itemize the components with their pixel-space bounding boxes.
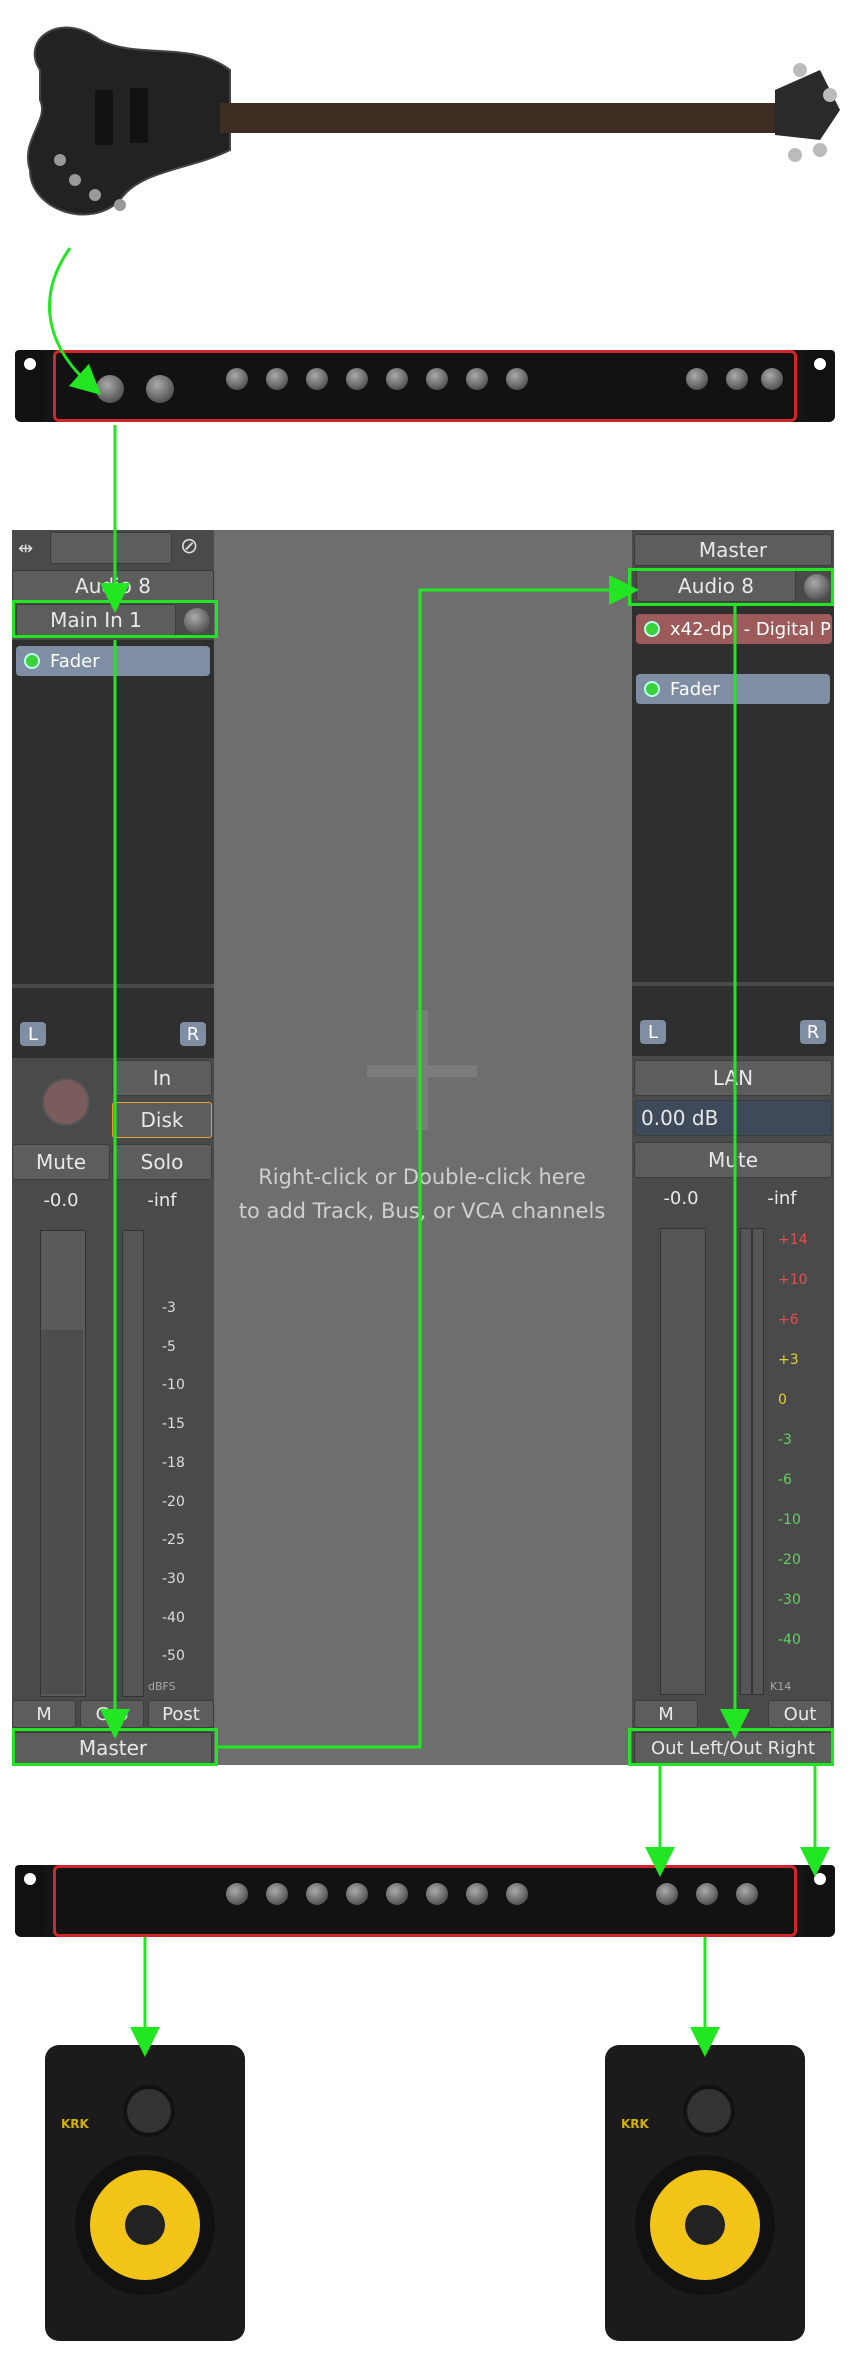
meter-tick-label: -3 [162,1300,176,1316]
master-title[interactable]: Master [634,534,832,566]
trim-knob-icon[interactable] [804,574,830,600]
meter-tick-label: -18 [162,1454,185,1471]
meter-tick-label: -15 [162,1416,185,1433]
mute-button[interactable]: Mute [12,1144,110,1180]
bass-guitar-icon [27,26,840,216]
hint-line-1: Right-click or Double-click here [258,1165,586,1189]
channel-strip-left: ⇹ ⊘ Audio 8 Main In 1 Fader L R In Disk … [12,530,214,1765]
plugin-label: Fader [50,650,100,672]
meter-point-button[interactable]: M [12,1700,76,1728]
speaker-brand-logo: KRK [61,2117,89,2131]
meter-scale: -3 -5 -10 -15 -18 -20 -25 -30 -40 -50 [162,1230,212,1695]
meter-tick-label: -6 [778,1472,792,1488]
hint-line-2: to add Track, Bus, or VCA channels [238,1199,606,1223]
master-strip: Master Audio 8 x42-dpl - Digital P Fader… [632,530,834,1765]
pan-left-label: L [640,1020,666,1044]
meter-tick-label: -10 [778,1512,801,1528]
solo-button[interactable]: Solo [112,1144,212,1180]
meter-bar [740,1228,752,1695]
speaker-brand-logo: KRK [621,2117,649,2131]
peak-value[interactable]: -inf [147,1190,177,1211]
meter-tick-label: -20 [162,1493,185,1510]
plugin-enable-led[interactable] [24,653,40,669]
meter-tick-label: +6 [778,1312,799,1328]
meter-tick-label: -5 [162,1338,176,1355]
track-name-field[interactable] [50,532,172,564]
out-button[interactable]: Out [768,1700,832,1728]
pan-left-label: L [20,1022,46,1046]
meter-tick-label: 0 [778,1392,787,1408]
meter-tick-label: -30 [162,1571,185,1588]
master-track-name[interactable]: Audio 8 [636,570,796,602]
pan-right-label: R [180,1022,206,1046]
expand-width-icon[interactable]: ⇹ [18,538,34,559]
meter-tick-label: +14 [778,1232,808,1248]
meter-tick-label: -40 [778,1632,801,1648]
gain-db-field[interactable]: 0.00 dB [634,1100,832,1136]
in-button[interactable]: In [112,1060,212,1096]
meter-scale: +14 +10 +6 +3 0 -3 -6 -10 -20 -30 -40 [772,1228,832,1693]
meter-tick-label: -25 [162,1532,185,1549]
fader-track[interactable] [660,1228,706,1695]
audio-interface-bottom [15,1865,835,1937]
meter-unit-label: dBFS [148,1680,176,1693]
meter-tick-label: -10 [162,1377,185,1394]
meter-tick-label: -50 [162,1648,185,1665]
meter-tick-label: -30 [778,1592,801,1608]
post-button[interactable]: Post [148,1700,214,1728]
audio-interface-top [15,350,835,422]
speaker-icon: KRK [45,2045,245,2341]
output-button[interactable]: Master [14,1732,212,1764]
meter-bar-right [752,1228,764,1695]
meter-unit-label: K14 [770,1680,792,1693]
pan-right-label: R [800,1020,826,1044]
master-mute-button[interactable]: Mute [634,1142,832,1178]
gain-value[interactable]: -0.0 [43,1190,79,1211]
plugin-enable-led[interactable] [644,681,660,697]
disk-button[interactable]: Disk [112,1102,212,1138]
meter-tick-label: +3 [778,1352,799,1368]
fader-plugin[interactable]: Fader [636,674,830,704]
fader-plugin[interactable]: Fader [16,646,210,676]
plugin-area[interactable] [12,640,214,984]
meter-bar [122,1230,144,1697]
plugin-label: Fader [670,678,720,700]
fader-fill [41,1330,83,1694]
lan-button[interactable]: LAN [634,1060,832,1096]
meter-tick-label: -40 [162,1609,185,1626]
speaker-icon: KRK [605,2045,805,2341]
trim-knob-icon[interactable] [184,608,210,634]
hide-eye-icon[interactable]: ⊘ [180,534,199,559]
meter-tick-label: +10 [778,1272,808,1288]
plugin-area[interactable] [632,606,834,982]
empty-area-hint[interactable]: Right-click or Double-click here to add … [222,1160,622,1228]
plugin-label: x42-dpl - Digital P [670,618,831,640]
plugin-enable-led[interactable] [644,621,660,637]
gain-value[interactable]: -0.0 [663,1188,699,1209]
record-button[interactable] [42,1078,90,1126]
mixer-window[interactable]: ⇹ ⊘ Audio 8 Main In 1 Fader L R In Disk … [12,530,834,1765]
meter-tick-label: -20 [778,1552,801,1568]
peak-value[interactable]: -inf [767,1188,797,1209]
meter-point-button[interactable]: M [634,1700,698,1728]
meter-tick-label: -3 [778,1432,792,1448]
